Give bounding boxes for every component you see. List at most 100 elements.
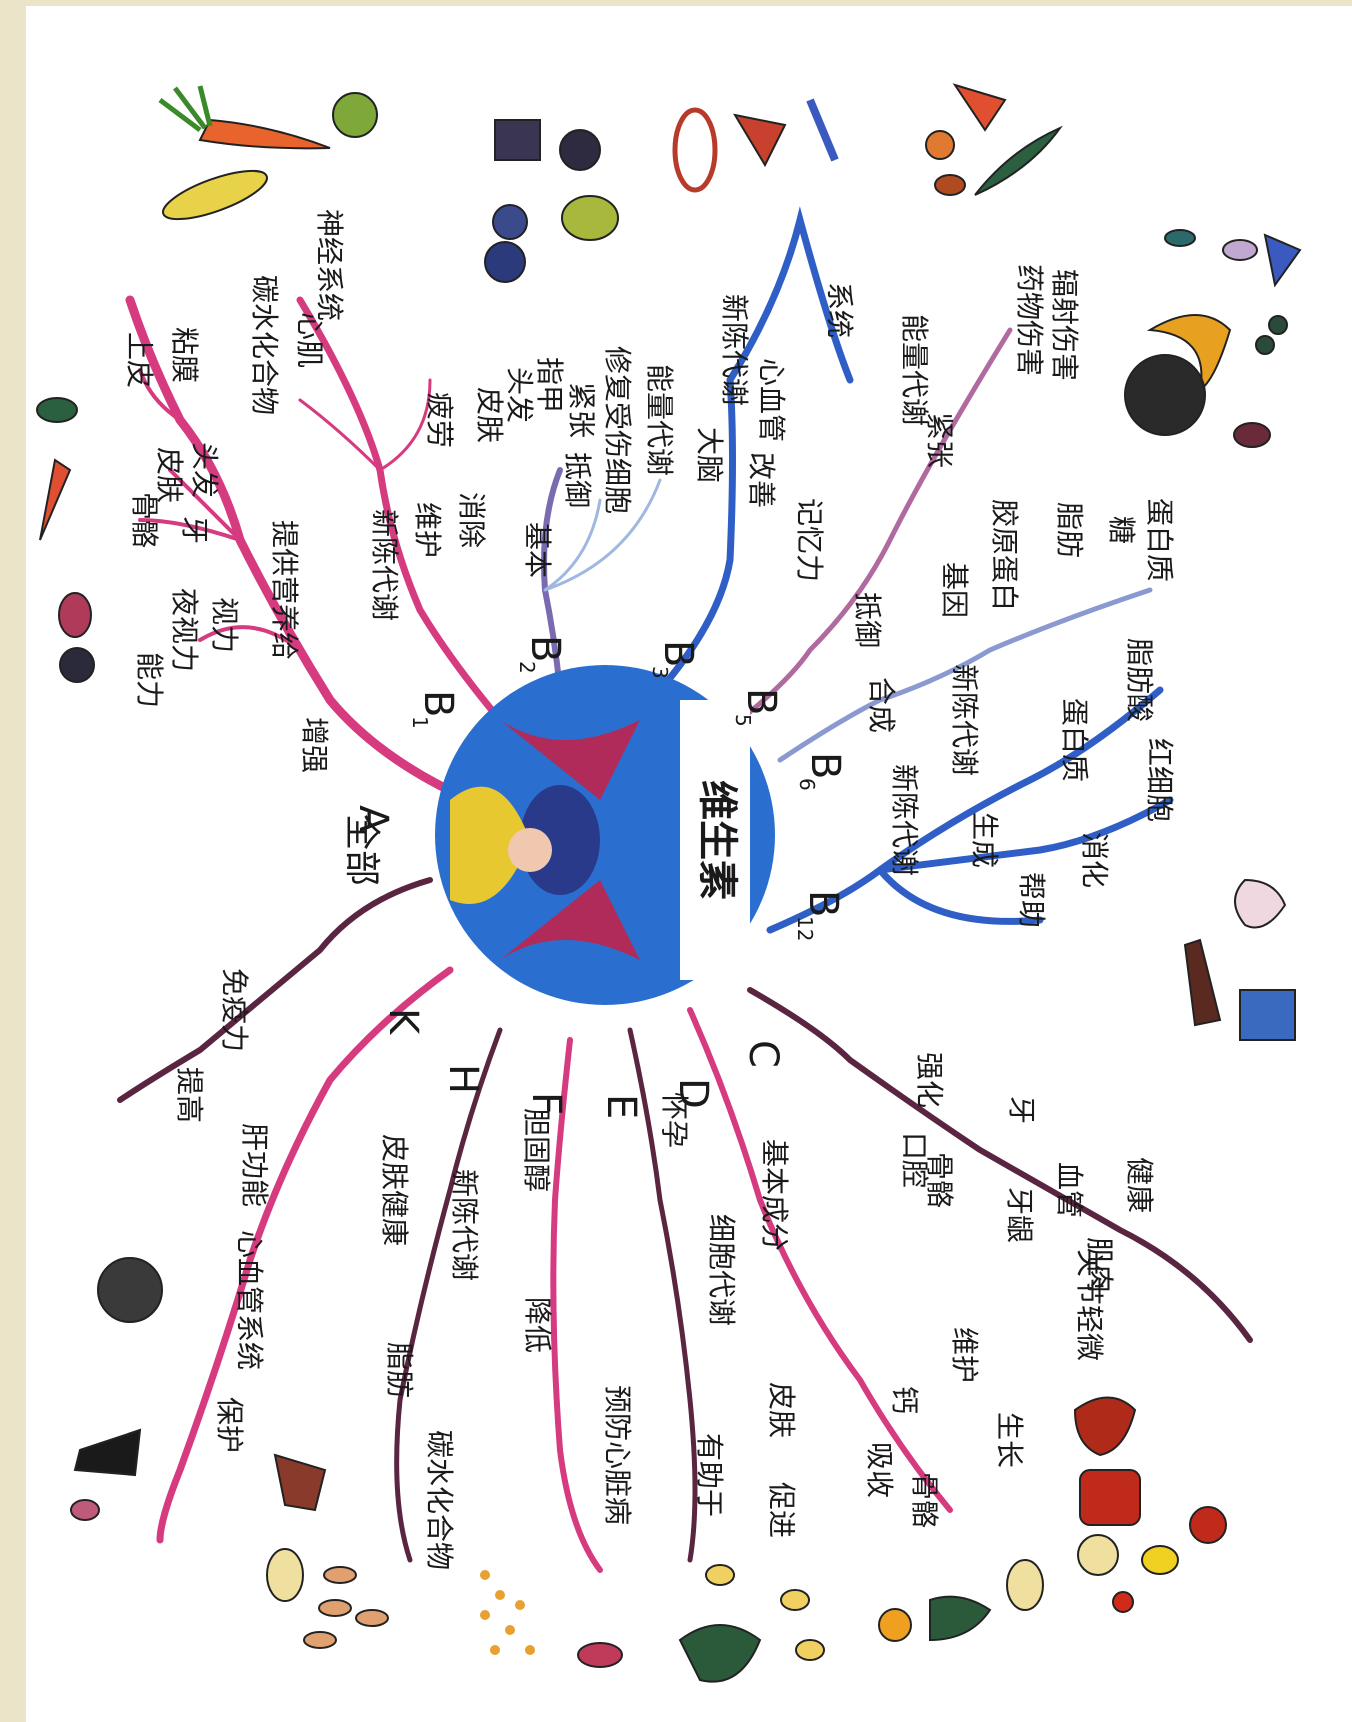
shell-icon [1223,240,1257,260]
lemon-icon [1142,1546,1178,1574]
bean-icon [356,1610,388,1626]
label-a-night-vision: 夜视力 [168,588,201,672]
svg-text:5: 5 [731,714,755,727]
bean-icon [304,1632,336,1648]
label-b3-system: 系统 [823,282,856,338]
svg-text:B: B [802,752,848,779]
label-f-prevent-heart-disease: 预防心脏病 [601,1385,634,1525]
label-e-helps: 有助于 [693,1433,726,1517]
svg-text:B: B [738,688,784,715]
label-c-gums: 牙龈 [1003,1187,1036,1243]
label-b1-eliminate: 消除 [455,492,488,548]
svg-text:B: B [655,640,701,667]
label-e-promote: 促进 [765,1482,798,1538]
label-b6-sugar: 糖 [1105,516,1138,544]
label-d-maintain: 维护 [948,1327,981,1383]
label-e-pregnancy: 怀孕 [658,1092,691,1148]
label-b3-brain: 大脑 [693,427,726,483]
label-b2-basic: 基本 [521,522,554,578]
label-a-hair: 头发 [188,442,221,498]
label-a-ability: 能力 [133,652,166,708]
label-a-bone: 骨骼 [128,492,161,548]
strawberry-icon [1190,1507,1226,1543]
label-b2-hair: 头发 [503,367,536,423]
shrimp-icon [578,1643,622,1667]
label-b1-nervous-system: 神经系统 [313,209,346,321]
pea-icon [1256,336,1274,354]
label-b2-resist: 抵御 [561,452,594,508]
svg-text:6: 6 [795,778,819,791]
label-b1-metabolism: 新陈代谢 [368,509,401,621]
label-d-basic-component: 基本成分 [758,1139,791,1251]
label-c-blood-vessel: 血管 [1053,1162,1086,1218]
label-b12-protein: 蛋白质 [1058,698,1091,782]
sun-fruit-icon [879,1609,911,1641]
svg-text:12: 12 [793,916,817,941]
fish-icon [71,1500,99,1520]
box-icon [495,120,540,160]
label-a-mucosa: 粘膜 [168,327,201,383]
label-b2-stress: 紧张 [565,382,598,438]
bean-icon [324,1567,356,1583]
label-b2-skin: 皮肤 [473,387,506,443]
label-a-epithelium: 上皮 [123,332,156,388]
label-h-carbohydrate: 碳水化合物 [423,1430,456,1570]
label-b6-fatty-acid: 脂肪酸 [1123,638,1156,722]
label-a-enhance: 增强 [298,717,331,773]
label-a-nourish: 提供营养给 [268,520,301,660]
label-b3-improve: 改善 [745,452,778,508]
label-b5-radiation-damage: 辐射伤害 [1048,269,1081,381]
pea-icon [1269,316,1287,334]
label-k-cardiovascular-system: 心血管系统 [233,1230,266,1370]
label-d-calcium: 钙 [888,1386,921,1414]
label-b1-maintain: 维护 [411,502,444,558]
label-b12-red-blood-cell: 红细胞 [1143,738,1176,822]
leaf-icon [1165,230,1195,246]
svg-text:2: 2 [515,661,539,674]
label-k-liver-function: 肝功能 [238,1123,271,1207]
svg-text:B: B [522,635,568,662]
pear-icon [562,196,618,240]
melon-icon [1078,1535,1118,1575]
label-b6-collagen: 胶原蛋白 [988,499,1021,611]
label-k-protect: 保护 [213,1397,246,1453]
vitamin-k-letter: K [380,1008,426,1036]
vitamin-h-letter: H [440,1064,486,1094]
label-e-cell-metabolism: 细胞代谢 [705,1214,738,1326]
label-c-bone: 骨骼 [923,1152,956,1208]
label-b5-energy-metabolism: 能量代谢 [898,314,931,426]
label-f-lower: 降低 [521,1297,554,1353]
label-b3-metabolism: 新陈代谢 [718,294,751,406]
cabbage-icon [98,1258,162,1322]
lemon-icon [796,1640,824,1660]
plum-icon [493,205,527,239]
label-b5-memory: 记忆力 [793,498,826,582]
leaf-icon [37,398,77,422]
label-h-fat: 脂肪 [383,1342,416,1398]
label-b5-drug-damage: 药物伤害 [1013,264,1046,376]
label-c-health: 健康 [1123,1157,1156,1213]
egg-icon [1007,1560,1043,1610]
egg-icon [267,1549,303,1601]
lemon-icon [706,1565,734,1585]
box-icon [1240,990,1295,1040]
label-b6-fat: 脂肪 [1053,502,1086,558]
center-hub: 维生素 [435,665,775,1005]
label-d-absorb: 吸收 [863,1442,896,1498]
plum-icon [485,242,525,282]
label-e-skin: 皮肤 [765,1382,798,1438]
label-c-joint: 关节轻微 [1073,1249,1106,1361]
grape-icon [560,130,600,170]
label-b5-stress: 紧张 [923,412,956,468]
svg-text:B: B [415,690,461,717]
label-k-improve: 提高 [173,1067,206,1123]
label-d-grow: 生长 [993,1412,1026,1468]
label-a-teeth: 牙 [178,516,211,544]
nut-icon [926,131,954,159]
pepper-icon [1080,1470,1140,1525]
svg-text:3: 3 [648,666,672,679]
label-b2-nails: 指甲 [533,357,566,413]
label-b12-metabolism: 新陈代谢 [888,764,921,876]
label-b3-cardiovascular: 心血管 [755,358,788,442]
